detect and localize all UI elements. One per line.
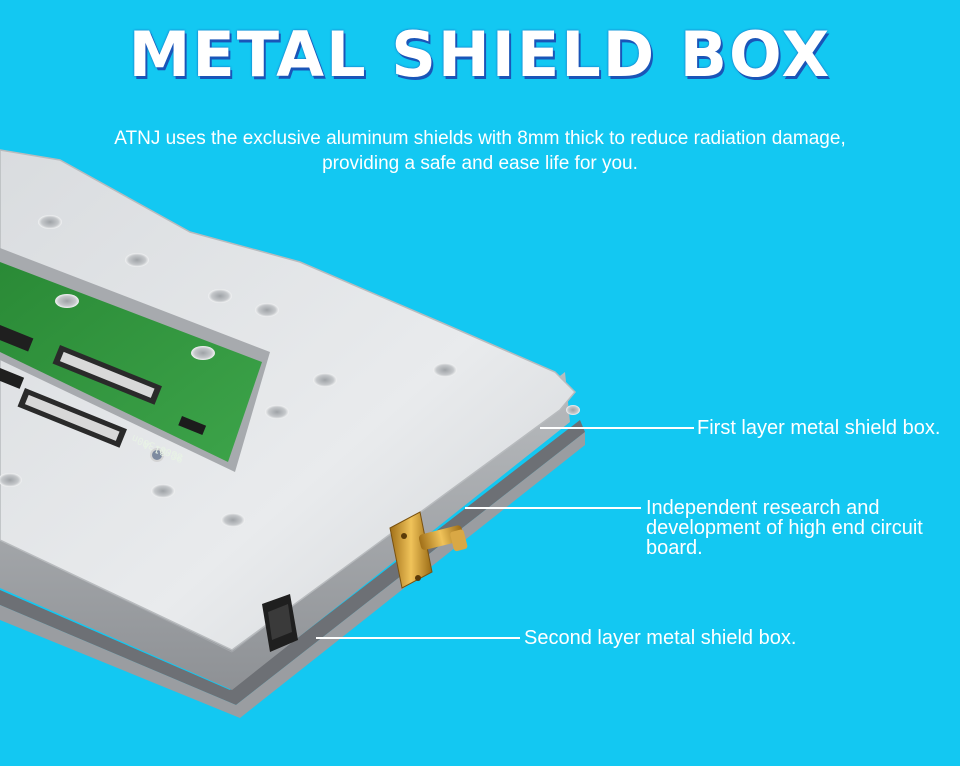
first-layer-top-face <box>0 149 577 651</box>
page-title: METAL SHIELD BOX <box>128 18 832 91</box>
second-layer-plate <box>0 420 585 718</box>
screw-holes <box>0 215 580 527</box>
callout-circuit-board-line-1: Independent research and <box>646 497 880 519</box>
callout-circuit-board: Independent research and development of … <box>646 498 923 558</box>
sma-connector <box>389 511 468 589</box>
callout-circuit-board-line-3: board. <box>646 537 703 559</box>
subtitle: ATNJ uses the exclusive aluminum shields… <box>40 126 920 176</box>
subtitle-line-2: providing a safe and ease life for you. <box>322 153 638 174</box>
leader-line-circuit-board <box>465 507 641 509</box>
subtitle-line-1: ATNJ uses the exclusive aluminum shields… <box>114 128 846 149</box>
callout-first-layer: First layer metal shield box. <box>697 417 941 439</box>
leader-line-first-layer <box>540 427 694 429</box>
callout-second-layer: Second layer metal shield box. <box>524 627 797 649</box>
callout-circuit-board-line-2: development of high end circuit <box>646 517 923 539</box>
dc-jack <box>262 594 298 652</box>
leader-line-second-layer <box>316 637 520 639</box>
